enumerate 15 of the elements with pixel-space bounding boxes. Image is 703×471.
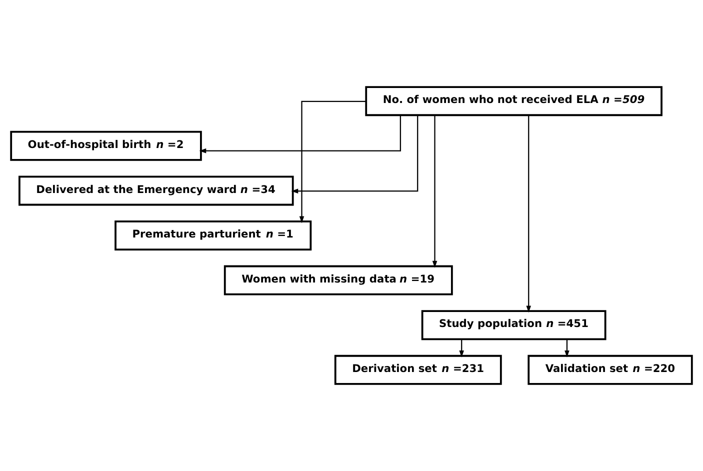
arrow	[564, 339, 570, 358]
arrow	[526, 115, 532, 313]
node-box: Women with missing data n =19	[224, 265, 453, 296]
arrow	[299, 100, 366, 224]
node-box: Out-of-hospital birth n =2	[10, 130, 202, 161]
arrow	[199, 115, 402, 154]
node-box: Derivation set n =231	[334, 354, 502, 385]
node-box: Validation set n =220	[528, 354, 693, 385]
arrow	[432, 115, 438, 268]
node-box: No. of women who not received ELA n =509	[365, 86, 662, 116]
node-box: Study population n =451	[421, 310, 606, 340]
node-box: Delivered at the Emergency ward n =34	[18, 176, 294, 206]
arrow	[459, 339, 464, 358]
node-box: Premature parturient n =1	[114, 220, 312, 250]
arrow	[291, 115, 418, 194]
